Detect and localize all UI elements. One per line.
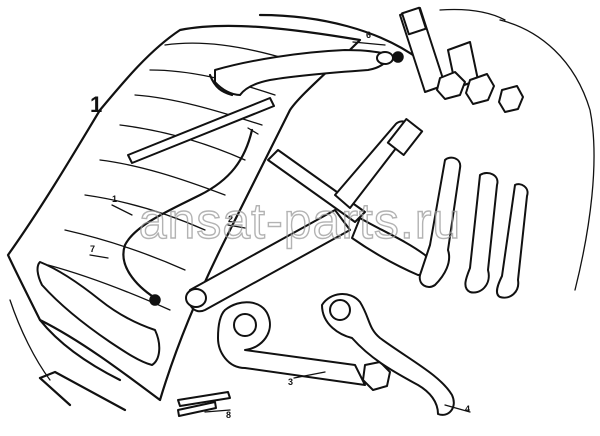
callout-leaders [89, 41, 471, 413]
flexible-cable-2 [122, 127, 259, 306]
watermark: ansat-parts.ru [139, 193, 461, 249]
hook-wrench-6 [208, 49, 394, 97]
t-handle-box-spanner [185, 118, 431, 313]
callout-4: 4 [465, 404, 470, 414]
ring-spanner-3 [217, 301, 391, 391]
tommy-bar-rod [127, 97, 275, 164]
callout-2: 2 [228, 214, 233, 224]
callout-6: 6 [366, 30, 371, 40]
callout-8: 8 [226, 410, 231, 420]
hook-wrench-4 [321, 293, 455, 416]
tool-roll [6, 8, 595, 402]
callout-1: 1 [112, 194, 117, 204]
open-end-spanner-set [418, 156, 529, 299]
screwdriver-8 [177, 391, 231, 417]
figure-number: 1 [90, 92, 102, 117]
tyre-lever-7 [36, 261, 161, 366]
tommy-bar-bent [38, 370, 127, 412]
callout-7: 7 [90, 244, 95, 254]
callout-3: 3 [288, 377, 293, 387]
socket-spanner-set [392, 6, 524, 113]
